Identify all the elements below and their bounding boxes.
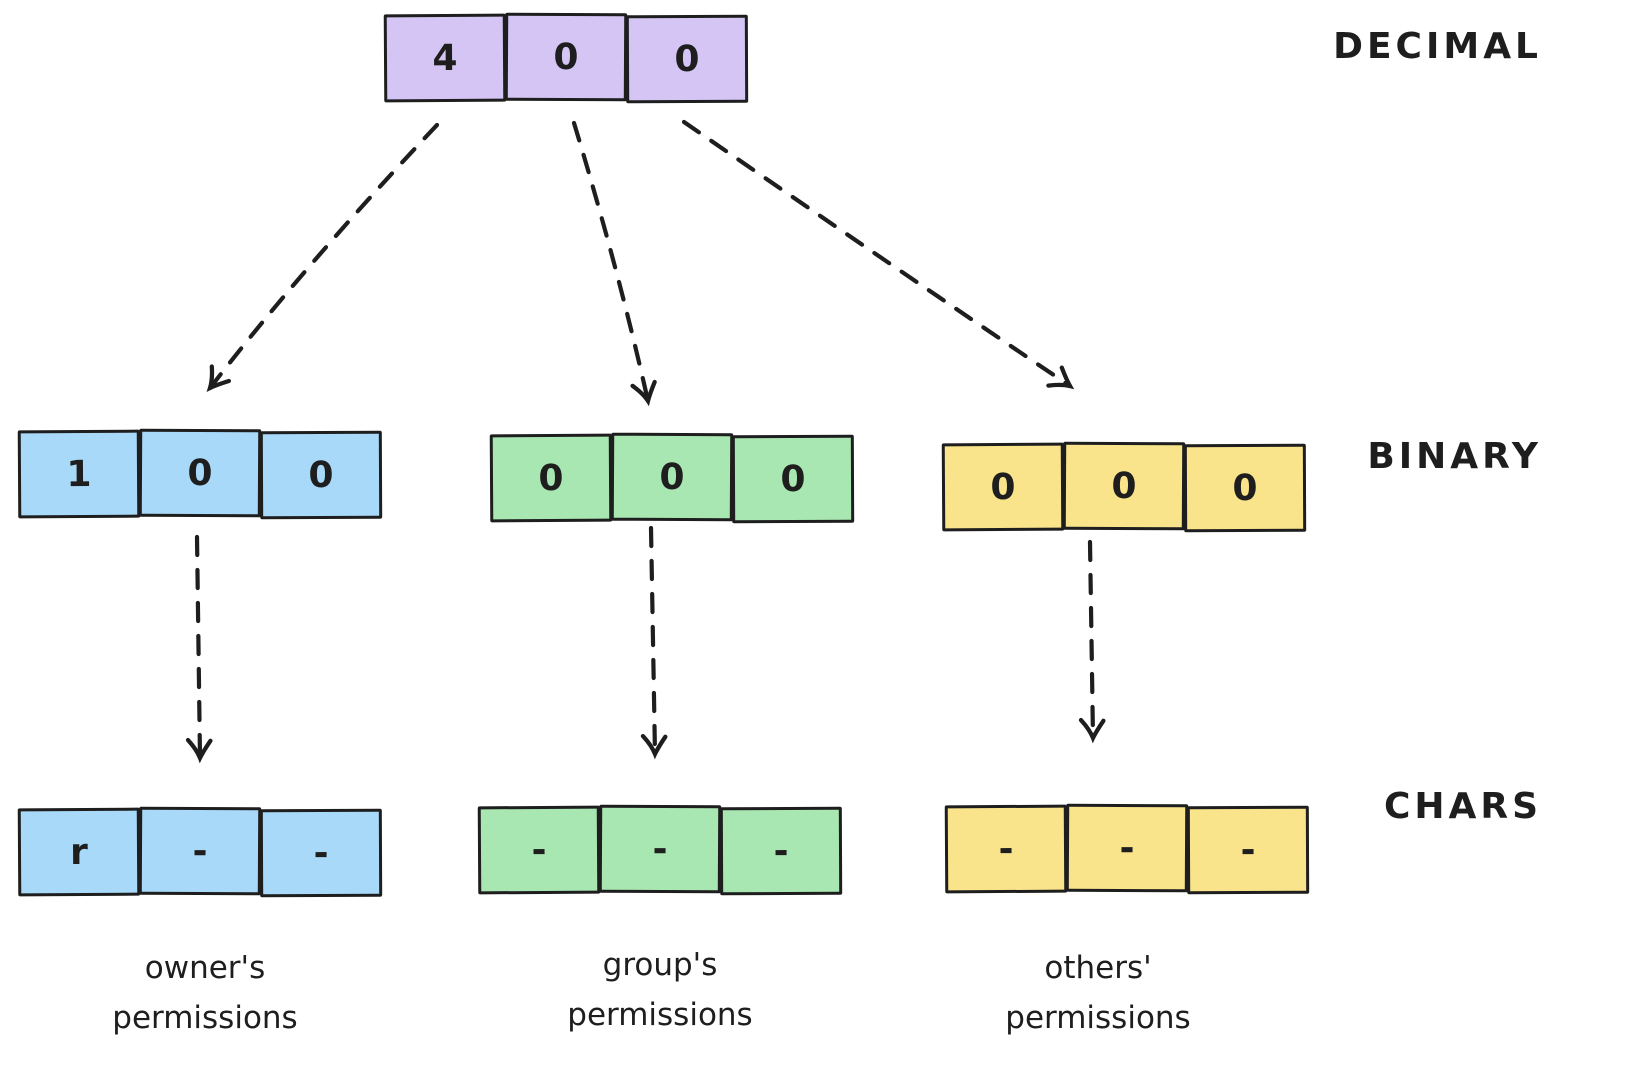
chars-row-group: - - - bbox=[477, 804, 843, 896]
binary-cell: 0 bbox=[731, 434, 855, 524]
decimal-row: 4 0 0 bbox=[383, 12, 749, 104]
chars-cell: - bbox=[944, 804, 1068, 894]
binary-row-group: 0 0 0 bbox=[489, 432, 855, 524]
binary-cell-value: 1 bbox=[66, 453, 92, 495]
row-label-decimal: DECIMAL bbox=[1333, 26, 1542, 67]
binary-cell: 0 bbox=[610, 432, 734, 522]
caption-line: permissions bbox=[1005, 1000, 1191, 1036]
caption-group-permissions: group's permissions bbox=[500, 940, 820, 1040]
arrow-decimal-to-others-binary bbox=[681, 119, 1075, 390]
caption-line: permissions bbox=[567, 997, 753, 1033]
chars-cell-value: - bbox=[998, 828, 1014, 870]
chars-cell-value: - bbox=[773, 830, 789, 872]
decimal-cell-value: 0 bbox=[553, 36, 579, 78]
chars-cell-value: - bbox=[1119, 827, 1135, 869]
caption-owner-permissions: owner's permissions bbox=[45, 943, 365, 1043]
decimal-cell: 4 bbox=[383, 13, 507, 103]
chars-cell-value: - bbox=[531, 829, 547, 871]
decimal-cell-value: 4 bbox=[432, 37, 458, 79]
decimal-cell-value: 0 bbox=[674, 38, 700, 80]
caption-line: group's bbox=[602, 947, 718, 983]
chars-cell: - bbox=[598, 804, 722, 894]
chars-row-owner: r - - bbox=[17, 806, 383, 898]
decimal-cell: 0 bbox=[625, 14, 749, 104]
binary-cell-value: 0 bbox=[1111, 465, 1137, 507]
binary-cell-value: 0 bbox=[659, 456, 685, 498]
chars-cell: r bbox=[17, 807, 141, 897]
caption-line: others' bbox=[1044, 950, 1152, 986]
chars-cell-value: - bbox=[1240, 829, 1256, 871]
arrow-decimal-to-group-binary bbox=[571, 120, 657, 407]
arrow-group-binary-to-chars bbox=[640, 525, 668, 760]
chars-cell: - bbox=[259, 808, 383, 898]
binary-cell: 0 bbox=[1062, 441, 1186, 531]
chars-cell-value: - bbox=[652, 828, 668, 870]
binary-cell-value: 0 bbox=[308, 454, 334, 496]
caption-line: permissions bbox=[112, 1000, 298, 1036]
caption-others-permissions: others' permissions bbox=[938, 943, 1258, 1043]
binary-cell-value: 0 bbox=[538, 457, 564, 499]
chars-cell: - bbox=[477, 805, 601, 895]
binary-cell-value: 0 bbox=[187, 452, 213, 494]
chars-cell: - bbox=[719, 806, 843, 896]
arrow-others-binary-to-chars bbox=[1078, 539, 1106, 744]
arrow-owner-binary-to-chars bbox=[185, 534, 213, 764]
binary-cell-value: 0 bbox=[990, 466, 1016, 508]
chars-cell-value: r bbox=[69, 831, 89, 873]
chars-cell-value: - bbox=[313, 832, 329, 874]
chars-cell: - bbox=[138, 806, 262, 896]
chars-cell-value: - bbox=[192, 830, 208, 872]
binary-cell: 0 bbox=[489, 433, 613, 523]
binary-cell: 1 bbox=[17, 429, 141, 519]
binary-cell: 0 bbox=[259, 430, 383, 520]
row-label-chars: CHARS bbox=[1383, 786, 1542, 827]
binary-cell-value: 0 bbox=[780, 458, 806, 500]
arrow-decimal-to-owner-binary bbox=[206, 122, 440, 393]
binary-cell: 0 bbox=[941, 442, 1065, 532]
caption-line: owner's bbox=[144, 950, 266, 986]
decimal-cell: 0 bbox=[504, 12, 628, 102]
chars-cell: - bbox=[1065, 803, 1189, 893]
row-label-binary: BINARY bbox=[1367, 436, 1542, 477]
binary-row-owner: 1 0 0 bbox=[17, 428, 383, 520]
binary-cell: 0 bbox=[138, 428, 262, 518]
